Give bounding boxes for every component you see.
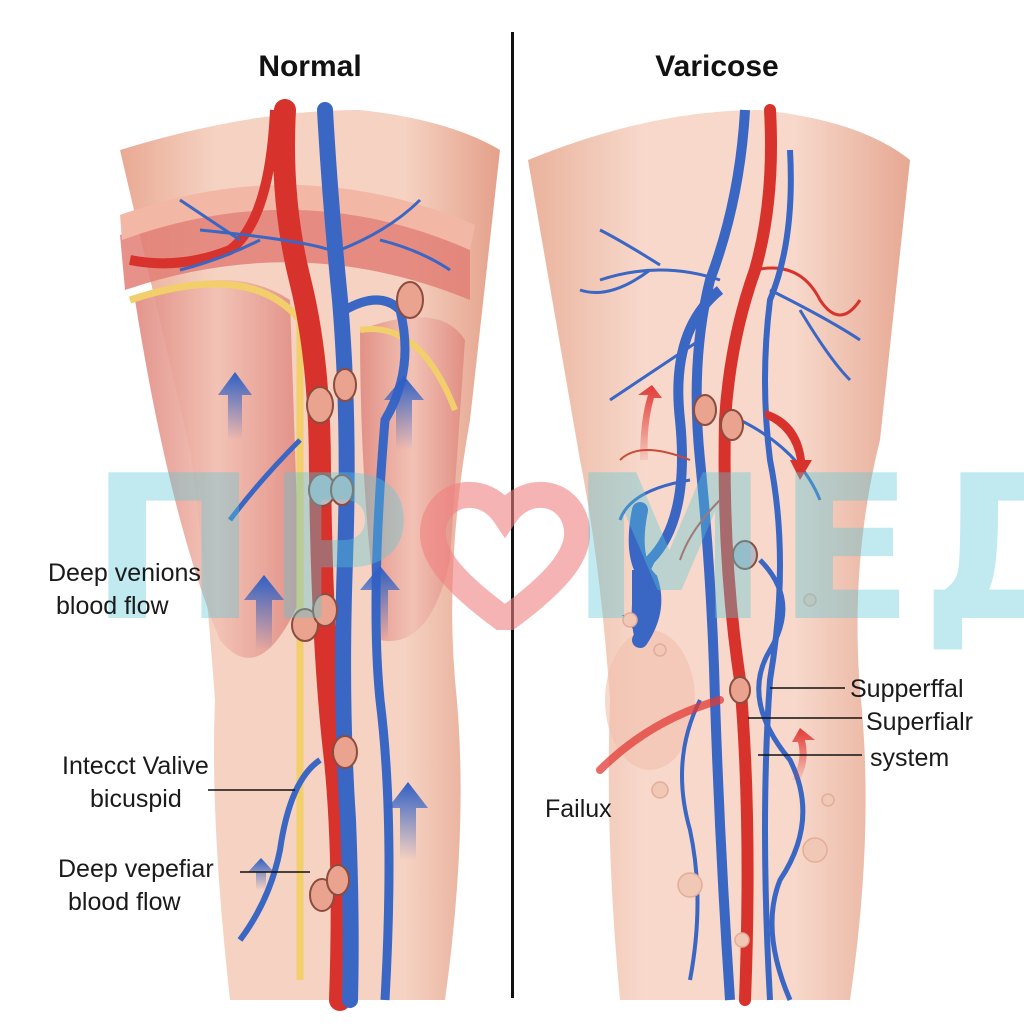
label-failux: Failux bbox=[545, 795, 612, 823]
valve bbox=[332, 735, 358, 769]
label-line: bicuspid bbox=[90, 785, 182, 813]
reflux-arrow bbox=[792, 728, 815, 780]
varicose-tortuous-vein bbox=[756, 558, 806, 1001]
varicose-leg bbox=[528, 104, 910, 1006]
label-intact-valve: Intecct Valive bicuspid bbox=[62, 750, 209, 816]
normal-deep-vein bbox=[317, 102, 359, 1008]
reflux-arrow bbox=[765, 410, 812, 480]
varicose-bubbles bbox=[622, 593, 835, 948]
normal-panel-title: Normal bbox=[258, 50, 362, 83]
varicose-reflux-arrows bbox=[596, 385, 815, 780]
label-line: blood flow bbox=[68, 888, 181, 916]
normal-valves bbox=[291, 281, 424, 912]
bubble bbox=[651, 781, 669, 799]
valve bbox=[326, 864, 350, 896]
bubble bbox=[803, 593, 817, 607]
bubble bbox=[734, 932, 750, 948]
valve bbox=[720, 409, 744, 441]
valve bbox=[306, 386, 334, 424]
valve bbox=[312, 593, 338, 627]
normal-flow-arrows bbox=[218, 372, 428, 890]
valve bbox=[291, 608, 319, 642]
label-line: Deep venions bbox=[48, 559, 201, 587]
flow-arrow bbox=[248, 858, 274, 890]
label-line: Intecct Valive bbox=[62, 752, 209, 780]
flow-arrow bbox=[384, 376, 424, 450]
label-supperffal: Supperffal bbox=[850, 675, 964, 703]
reflux-arrow bbox=[596, 696, 724, 774]
label-deep-vepefiar-flow: Deep vepefiar blood flow bbox=[58, 853, 214, 919]
reflux-arrow bbox=[638, 385, 662, 460]
label-deep-venous-flow: Deep venions blood flow bbox=[48, 557, 201, 623]
label-line: Deep vepefiar bbox=[58, 855, 214, 883]
label-line: blood flow bbox=[56, 592, 169, 620]
flow-arrow bbox=[244, 575, 284, 650]
valve bbox=[693, 394, 717, 426]
varicose-valves bbox=[693, 394, 758, 704]
normal-nerve bbox=[128, 280, 304, 980]
bubble bbox=[821, 793, 835, 807]
bubble bbox=[653, 643, 667, 657]
flow-arrow bbox=[360, 566, 400, 640]
valve bbox=[729, 676, 751, 704]
label-system: system bbox=[870, 744, 950, 772]
label-superfialr: Superfialr bbox=[866, 708, 973, 736]
normal-leg bbox=[120, 99, 500, 1011]
bubble bbox=[677, 872, 703, 898]
valve bbox=[330, 474, 354, 506]
varicose-deep-vein bbox=[691, 109, 750, 1001]
varicose-artery bbox=[718, 104, 777, 1006]
normal-muscle-left bbox=[135, 280, 300, 658]
panel-divider bbox=[511, 32, 514, 998]
valve bbox=[396, 281, 424, 319]
varicose-panel-title: Varicose bbox=[655, 50, 779, 83]
flow-arrow bbox=[388, 782, 428, 860]
bubble bbox=[802, 837, 828, 863]
bubble bbox=[622, 612, 638, 628]
flow-arrow bbox=[218, 372, 252, 440]
valve bbox=[732, 540, 758, 570]
valve bbox=[333, 368, 357, 402]
